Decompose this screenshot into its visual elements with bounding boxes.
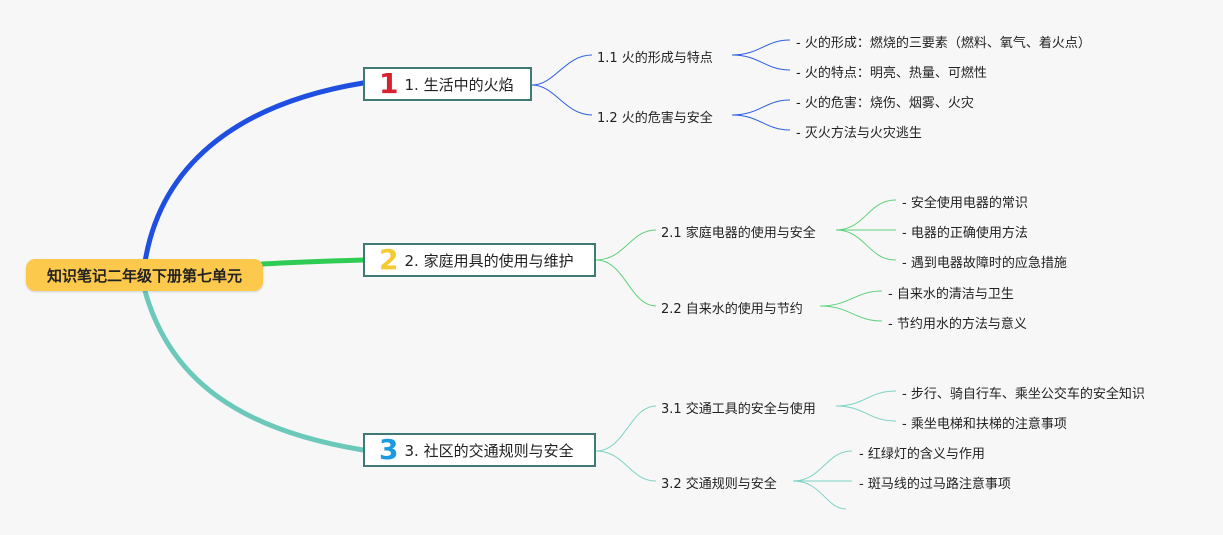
leaf-link-3-2-1 xyxy=(792,450,853,482)
subtopic-2-2[interactable]: 2.2 自来水的使用与节约 xyxy=(661,302,803,317)
sub-link-3-2 xyxy=(595,450,657,482)
sub-link-3-1 xyxy=(595,405,657,452)
leaf-3-1-1[interactable]: - 步行、骑自行车、乘坐公交车的安全知识 xyxy=(902,387,1145,402)
branch-2-label: 2. 家庭用具的使用与维护 xyxy=(404,251,574,270)
leaf-link-2-2-1 xyxy=(819,290,883,307)
leaf-link-2-1-1 xyxy=(835,199,897,231)
branch-2[interactable]: 2 2. 家庭用具的使用与维护 xyxy=(363,243,596,277)
leaf-link-3-2-3 xyxy=(792,480,847,510)
branch-3[interactable]: 3 3. 社区的交通规则与安全 xyxy=(363,433,596,467)
leaf-2-1-2[interactable]: - 电器的正确使用方法 xyxy=(902,226,1028,241)
leaf-1-1-1[interactable]: - 火的形成：燃烧的三要素（燃料、氧气、着火点） xyxy=(796,36,1091,51)
number-3-icon: 3 xyxy=(379,433,399,466)
subtopic-1-2[interactable]: 1.2 火的危害与安全 xyxy=(597,111,713,126)
leaf-link-2-2-2 xyxy=(819,305,883,322)
leaf-2-1-3[interactable]: - 遇到电器故障时的应急措施 xyxy=(902,256,1067,271)
leaf-link-1-1-2 xyxy=(731,54,791,71)
leaf-link-2-1-3 xyxy=(835,229,897,261)
leaf-1-2-1[interactable]: - 火的危害：烧伤、烟雾、火灾 xyxy=(796,96,974,111)
subtopic-2-1[interactable]: 2.1 家庭电器的使用与安全 xyxy=(661,226,816,241)
leaf-link-1-2-2 xyxy=(731,114,791,131)
leaf-link-1-1-1 xyxy=(731,39,791,56)
leaf-link-3-1-1 xyxy=(835,390,897,407)
leaf-link-3-1-2 xyxy=(835,405,897,422)
sub-link-2-1 xyxy=(595,229,657,261)
branch-3-label: 3. 社区的交通规则与安全 xyxy=(404,441,574,460)
sub-link-1-2 xyxy=(531,84,593,116)
leaf-1-2-2[interactable]: - 灭火方法与火灾逃生 xyxy=(796,126,922,141)
root-topic[interactable]: 知识笔记二年级下册第七单元 xyxy=(26,259,263,291)
subtopic-1-1[interactable]: 1.1 火的形成与特点 xyxy=(597,51,713,66)
leaf-3-2-1[interactable]: - 红绿灯的含义与作用 xyxy=(859,447,985,462)
sub-link-1-1 xyxy=(531,54,593,86)
main-link-1 xyxy=(142,80,366,265)
subtopic-3-2[interactable]: 3.2 交通规则与安全 xyxy=(661,477,777,492)
main-link-2 xyxy=(259,257,366,267)
branch-1-label: 1. 生活中的火焰 xyxy=(404,75,514,94)
leaf-3-2-2[interactable]: - 斑马线的过马路注意事项 xyxy=(859,477,1011,492)
leaf-2-2-1[interactable]: - 自来水的清洁与卫生 xyxy=(888,287,1014,302)
number-1-icon: 1 xyxy=(379,67,399,100)
sub-link-2-2 xyxy=(595,259,657,307)
number-2-icon: 2 xyxy=(379,243,399,276)
branch-1[interactable]: 1 1. 生活中的火焰 xyxy=(363,67,532,101)
leaf-2-2-2[interactable]: - 节约用水的方法与意义 xyxy=(888,317,1027,332)
leaf-1-1-2[interactable]: - 火的特点：明亮、热量、可燃性 xyxy=(796,66,987,81)
subtopic-3-1[interactable]: 3.1 交通工具的安全与使用 xyxy=(661,402,816,417)
leaf-link-1-2-1 xyxy=(731,99,791,116)
leaf-2-1-1[interactable]: - 安全使用电器的常识 xyxy=(902,196,1028,211)
leaf-3-1-2[interactable]: - 乘坐电梯和扶梯的注意事项 xyxy=(902,417,1067,432)
main-link-3 xyxy=(142,288,366,453)
